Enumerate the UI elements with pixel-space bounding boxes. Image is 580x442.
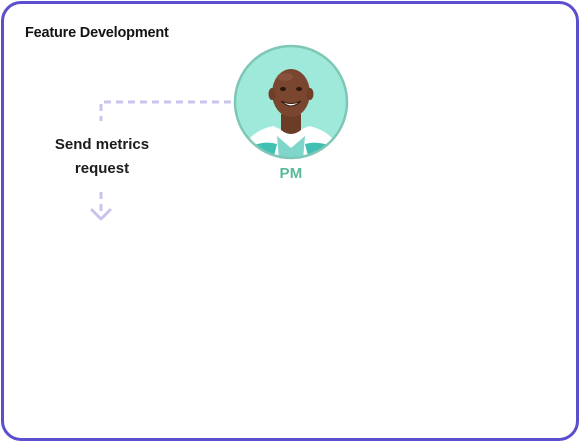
avatar-ring	[233, 44, 349, 160]
diagram-title: Feature Development	[25, 25, 169, 41]
connector-line	[99, 100, 231, 121]
arrow-down-icon	[90, 208, 112, 221]
avatar-neck	[281, 114, 301, 134]
dashed-connector	[90, 100, 231, 221]
avatar-pm	[233, 44, 349, 160]
step-label-send-metrics: Send metrics request	[42, 133, 162, 181]
avatar-smile	[280, 100, 302, 107]
step-label-line-1: Send metrics	[54, 136, 150, 153]
avatar-head	[272, 69, 310, 117]
role-label-pm: PM	[279, 165, 303, 182]
step-label-line-2: request	[74, 160, 130, 177]
